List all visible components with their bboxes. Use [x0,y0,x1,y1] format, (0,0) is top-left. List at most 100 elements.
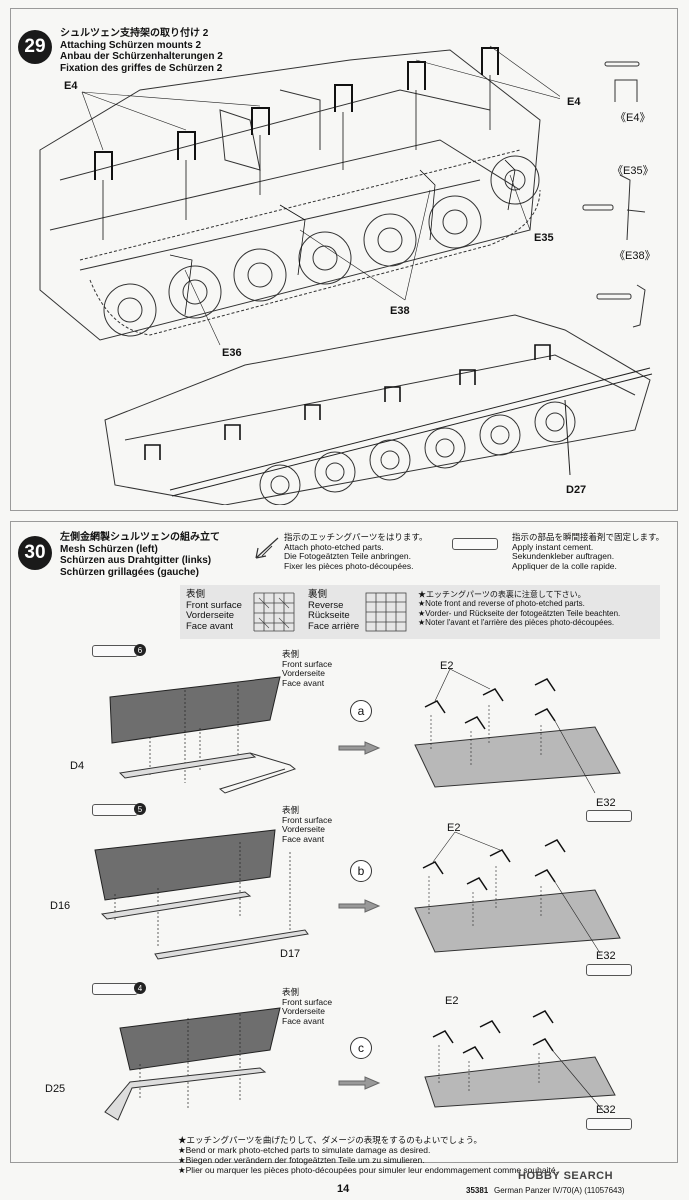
title-jp: 左側金網製シュルツェンの組み立て [60,532,220,543]
front-label-fr: Face avant [282,677,325,688]
watermark-logo: HOBBY SEARCH [518,1170,614,1182]
part-d17-label: D17 [280,948,301,960]
part-e32-label: E32 [596,1104,616,1116]
legend-note-fr: ★Noter l'avant et l'arrière des pièces p… [418,617,615,627]
title-de: Anbau der Schürzenhalterungen 2 [60,51,223,62]
cement-note-de: Sekundenkleber auftragen. [512,551,615,562]
pe-note-fr: Fixer les pièces photo-découpées. [284,560,414,571]
arrow-right-icon [338,1076,381,1090]
front-label-en: Front surface [282,658,333,669]
mesh-sheet-4 [104,1007,281,1121]
mesh-assembly-a [414,668,621,794]
pe-front-reverse-legend [180,585,660,639]
part-e4-right-label: E4 [567,96,581,108]
cement-tube-icon [452,538,498,550]
mesh-sheet-6 [109,676,297,794]
tank-lower-illustration [104,314,653,505]
damage-note: ★エッチングパーツを曲げたりして、ダメージの表現をするのもよいでしょう。 ★Be… [178,1135,558,1175]
footer-jp: ★エッチングパーツを曲げたりして、ダメージの表現をするのもよいでしょう。 [178,1135,482,1145]
front-label-de: Vorderseite [282,1006,325,1017]
cement-note: 指示の部品を瞬間接着剤で固定します。 Apply instant cement.… [512,532,665,571]
legend-reverse-en: Reverse [308,599,344,611]
sub-step-c: c [350,1037,372,1059]
title-jp: シュルツェン支持架の取り付け 2 [60,28,209,39]
legend-front-fr: Face avant [186,620,233,632]
legend-front-text: 表側 Front surface Vorderseite Face avant [186,589,242,632]
tank-hull-illustration [39,45,560,346]
front-label-en: Front surface [282,814,333,825]
front-label-jp: 表側 [282,987,300,997]
step-30-number: 30 [18,536,52,570]
title-en: Attaching Schürzen mounts 2 [60,39,202,51]
pe-number-badge: 5 [134,803,146,815]
part-e32-label: E32 [596,950,616,962]
cement-tube-icon [92,645,138,657]
cement-tube-icon [586,810,632,822]
mesh-assembly-b [414,831,621,954]
legend-front-de: Vorderseite [186,610,235,621]
part-e4-left-label: E4 [64,80,78,92]
part-e32-label: E32 [596,797,616,809]
detail-callouts [582,61,646,328]
page-number: 14 [337,1183,350,1195]
legend-front-jp: 表側 [186,589,206,600]
part-e35-label: E35 [534,232,554,244]
pe-note-jp: 指示のエッチングパーツをはります。 [284,532,428,542]
legend-reverse-text: 裏側 Reverse Rückseite Face arrière [308,589,360,632]
pe-arrow-icon [255,537,279,559]
arrow-right-icon [338,899,381,913]
part-d4-label: D4 [70,760,85,772]
pe-number-badge: 6 [134,644,146,656]
pe-number-badge: 4 [134,982,146,994]
front-surface-label: 表側 Front surface Vorderseite Face avant [282,649,333,688]
sub-step-a: a [350,700,372,722]
mesh-reverse-swatch [365,592,407,632]
cement-note-en: Apply instant cement. [512,541,594,552]
part-e36-label: E36 [222,347,242,359]
cement-note-fr: Appliquer de la colle rapide. [512,560,617,571]
part-e2-label: E2 [447,822,461,834]
title-fr: Fixation des griffes de Schürzen 2 [60,62,223,74]
detail-e38-label: 《E38》 [614,250,656,262]
front-label-jp: 表側 [282,649,300,659]
mesh-assembly-c [424,1010,616,1114]
title-de: Schürzen aus Drahtgitter (links) [60,555,212,566]
kit-title: German Panzer IV/70(A) (11057643) [494,1186,625,1195]
cement-note-jp: 指示の部品を瞬間接着剤で固定します。 [512,532,665,542]
detail-e35-label: 《E35》 [612,165,654,177]
legend-front-en: Front surface [186,599,242,611]
front-label-de: Vorderseite [282,668,325,679]
mesh-front-swatch [253,592,295,632]
step-29-panel [10,8,678,511]
legend-reverse-jp: 裏側 [308,589,328,600]
footer-de: ★Biegen oder verändern der fotogeätzten … [178,1155,425,1165]
kit-code: 35381 [466,1186,489,1195]
part-d16-label: D16 [50,900,71,912]
front-label-fr: Face avant [282,1015,325,1026]
footer-en: ★Bend or mark photo-etched parts to simu… [178,1145,431,1155]
step-30-title: 左側金網製シュルツェンの組み立て Mesh Schürzen (left) Sc… [60,532,220,578]
pe-note-de: Die Fotogeätzten Teile anbringen. [284,551,411,562]
part-d27-label: D27 [566,484,587,496]
front-surface-label: 表側 Front surface Vorderseite Face avant [282,987,333,1026]
front-label-de: Vorderseite [282,824,325,835]
front-surface-label: 表側 Front surface Vorderseite Face avant [282,805,333,844]
footer-fr: ★Plier ou marquer les pièces photo-décou… [178,1165,558,1175]
legend-reverse-fr: Face arrière [308,620,360,632]
part-e2-label: E2 [445,995,459,1007]
title-fr: Schürzen grillagées (gauche) [60,566,199,578]
legend-note-en: ★Note front and reverse of photo-etched … [418,599,585,609]
pe-note: 指示のエッチングパーツをはります。 Attach photo-etched pa… [284,532,428,571]
legend-note-jp: ★エッチングパーツの表裏に注意して下さい。 [418,590,586,599]
step-29-number: 29 [18,30,52,64]
front-label-en: Front surface [282,996,333,1007]
pe-note-en: Attach photo-etched parts. [284,541,384,552]
part-e38-label: E38 [390,305,410,317]
front-label-jp: 表側 [282,805,300,815]
cement-tube-icon [92,983,138,995]
mesh-sheet-5 [94,829,309,960]
cement-tube-icon [586,1118,632,1130]
cement-tube-icon [586,964,632,976]
step-30-panel [10,521,678,1163]
front-label-fr: Face avant [282,833,325,844]
